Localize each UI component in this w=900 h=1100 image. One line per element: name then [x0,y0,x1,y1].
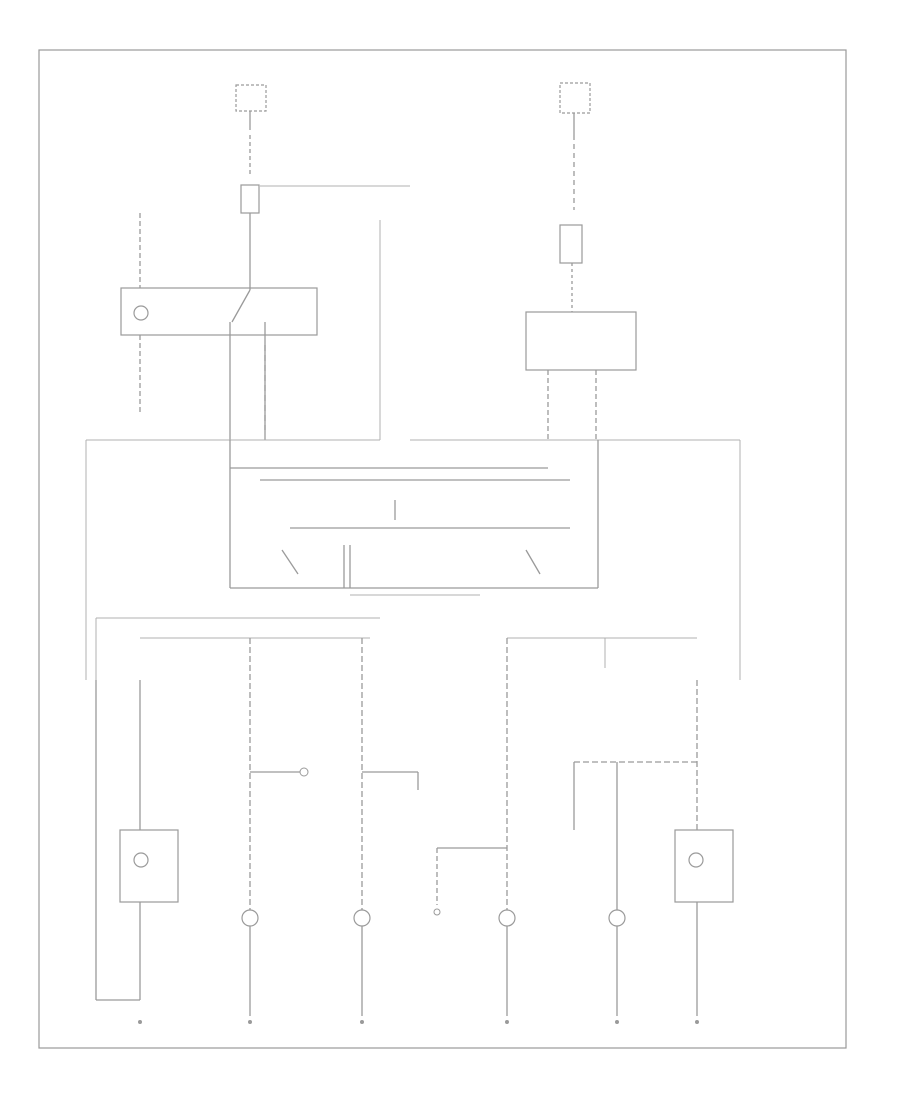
hazard-switch-left [86,213,381,441]
turn-indicator-left-icon [133,852,149,868]
front-turn-lamp-left-icon [241,909,259,927]
rear-turn-lamp-right-icon [608,909,626,927]
left-branch [95,638,419,1024]
diagram-frame [38,49,847,1049]
splice-icon [299,767,309,777]
fuse-block-left [235,84,410,290]
combination-switch [229,440,599,596]
rear-turn-lamp-left-icon [353,909,371,927]
ground-icon [433,908,441,916]
fuse-block-right [410,82,740,441]
turn-indicator-right-icon [688,852,704,868]
indicator-lamp-icon [133,305,149,321]
front-turn-lamp-right-icon [498,909,516,927]
right-branch [433,638,734,1024]
